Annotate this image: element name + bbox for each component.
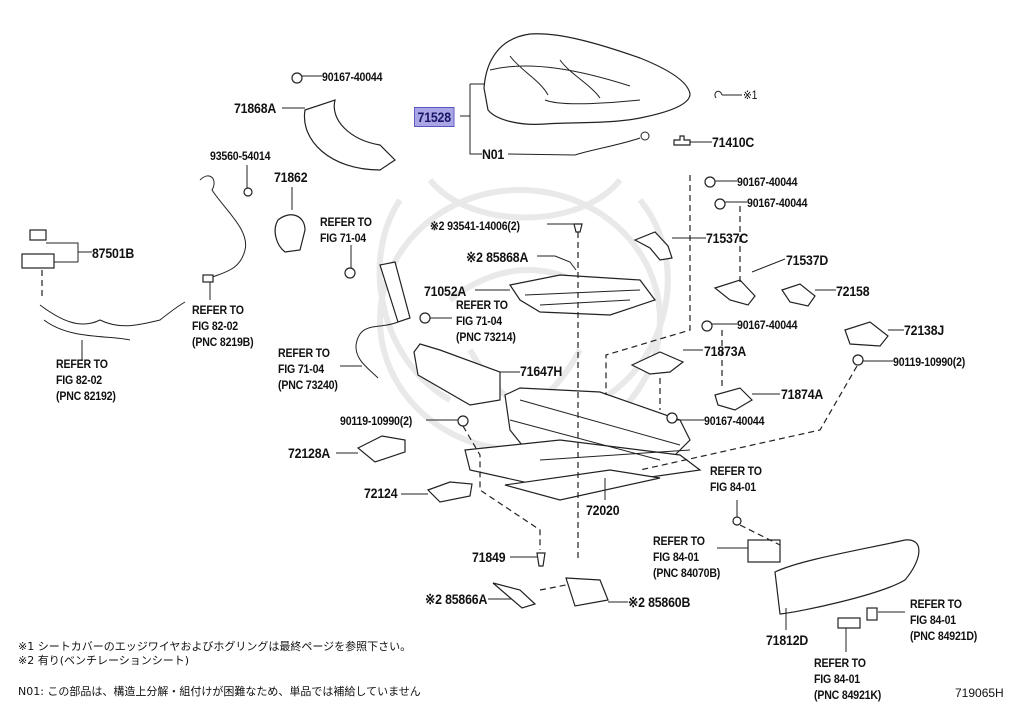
knob-84921k[interactable]	[837, 617, 861, 629]
connector-87501b[interactable]	[29, 229, 47, 241]
note-star2: ※2 有り(ベンチレーションシート)	[18, 654, 190, 667]
hog-ring-wire	[574, 137, 641, 156]
knob-84921d[interactable]	[866, 607, 878, 621]
ref-fig-71-04[interactable]: REFER TO FIG 71-04	[320, 215, 372, 245]
callout-93560-54014[interactable]: 93560-54014	[210, 149, 271, 163]
wire-8219b	[199, 175, 247, 279]
switch-84070b[interactable]	[747, 539, 781, 563]
callout-71647h[interactable]: 71647H	[520, 363, 563, 379]
callout-85868a[interactable]: ※2 85868A	[466, 249, 529, 265]
callout-71052a[interactable]: 71052A	[424, 283, 467, 299]
cover-72124[interactable]	[426, 481, 473, 503]
ref-pnc-73214[interactable]: REFER TO FIG 71-04 (PNC 73214)	[456, 298, 516, 344]
cover-72128a[interactable]	[356, 435, 406, 463]
callout-71849[interactable]: 71849	[472, 549, 506, 565]
callout-71410c[interactable]: 71410C	[712, 134, 755, 150]
callout-72138j[interactable]: 72138J	[904, 322, 945, 338]
callout-72124[interactable]: 72124	[364, 485, 398, 501]
plate-71862[interactable]	[274, 214, 306, 253]
callout-90119-l[interactable]: 90119-10990(2)	[340, 414, 413, 428]
callout-87501b[interactable]: 87501B	[92, 245, 135, 261]
cover-71868a[interactable]	[303, 99, 396, 171]
callout-85860b[interactable]: ※2 85860B	[628, 594, 691, 610]
callout-star1: ※1	[743, 88, 758, 102]
callout-93541-14006[interactable]: ※2 93541-14006(2)	[430, 219, 520, 233]
ref-pnc-73240[interactable]: REFER TO FIG 71-04 (PNC 73240)	[278, 346, 338, 392]
callout-90167-r3[interactable]: 90167-40044	[737, 318, 798, 332]
note-n01: N01: この部品は、構造上分解・組付けが困難なため、単品では補給していません	[18, 685, 421, 698]
ref-pnc-84070b[interactable]: REFER TO FIG 84-01 (PNC 84070B)	[653, 534, 721, 580]
ref-pnc-8219b[interactable]: REFER TO FIG 82-02 (PNC 8219B)	[192, 303, 254, 349]
edge-wire-hook	[714, 90, 723, 99]
callout-71528[interactable]: 71528	[414, 107, 455, 127]
callout-90167-top[interactable]: 90167-40044	[322, 70, 383, 84]
callout-72128a[interactable]: 72128A	[288, 445, 331, 461]
bracket-71537c[interactable]	[633, 231, 673, 261]
callout-71537d[interactable]: 71537D	[786, 252, 829, 268]
side-cover-71812d[interactable]	[774, 539, 920, 615]
callout-85866a[interactable]: ※2 85866A	[425, 591, 488, 607]
screw-93541[interactable]	[573, 223, 583, 233]
alignment-dashes	[41, 175, 858, 591]
callout-72158[interactable]: 72158	[836, 283, 870, 299]
bracket-72158[interactable]	[781, 283, 816, 307]
part-85860b[interactable]	[565, 577, 609, 607]
callout-90119-r[interactable]: 90119-10990(2)	[893, 355, 966, 369]
buckle-73240[interactable]	[379, 261, 411, 323]
callout-90167-r2[interactable]: 90167-40044	[747, 196, 808, 210]
callout-71812d[interactable]: 71812D	[766, 632, 809, 648]
bracket-71873a[interactable]	[630, 351, 685, 375]
cover-72138j[interactable]	[844, 321, 889, 347]
callout-72020[interactable]: 72020	[586, 502, 620, 518]
ref-fig-84-01[interactable]: REFER TO FIG 84-01	[710, 464, 762, 494]
part-85868a	[554, 255, 577, 271]
callout-71537c[interactable]: 71537C	[706, 230, 749, 246]
bracket-71874a[interactable]	[714, 387, 753, 411]
leader-lines	[46, 75, 905, 652]
harness-82192	[39, 301, 186, 327]
callout-71873a[interactable]: 71873A	[704, 343, 747, 359]
ref-pnc-84921d[interactable]: REFER TO FIG 84-01 (PNC 84921D)	[910, 597, 978, 643]
bracket-71537d[interactable]	[713, 279, 756, 306]
seat-frame-72020[interactable]	[464, 387, 702, 501]
clip-71410c[interactable]	[673, 135, 691, 146]
callout-71868a[interactable]: 71868A	[234, 100, 277, 116]
callout-71874a[interactable]: 71874A	[781, 386, 824, 402]
figure-code: 719065H	[955, 686, 1004, 700]
callout-71862[interactable]: 71862	[274, 169, 308, 185]
callout-n01[interactable]: N01	[482, 146, 505, 162]
part-85866a[interactable]	[492, 582, 537, 609]
note-star1: ※1 シートカバーのエッジワイヤおよびホグリングは最終ページを参照下さい。	[18, 640, 412, 653]
seat-cushion-part[interactable]	[483, 33, 691, 125]
callout-90167-r1[interactable]: 90167-40044	[737, 175, 798, 189]
ref-pnc-82192[interactable]: REFER TO FIG 82-02 (PNC 82192)	[56, 357, 116, 403]
ref-pnc-84921k[interactable]: REFER TO FIG 84-01 (PNC 84921K)	[814, 656, 882, 702]
callout-90167-r4[interactable]: 90167-40044	[704, 414, 765, 428]
clip-71849[interactable]	[536, 552, 546, 567]
pad-71647h[interactable]	[413, 343, 501, 406]
